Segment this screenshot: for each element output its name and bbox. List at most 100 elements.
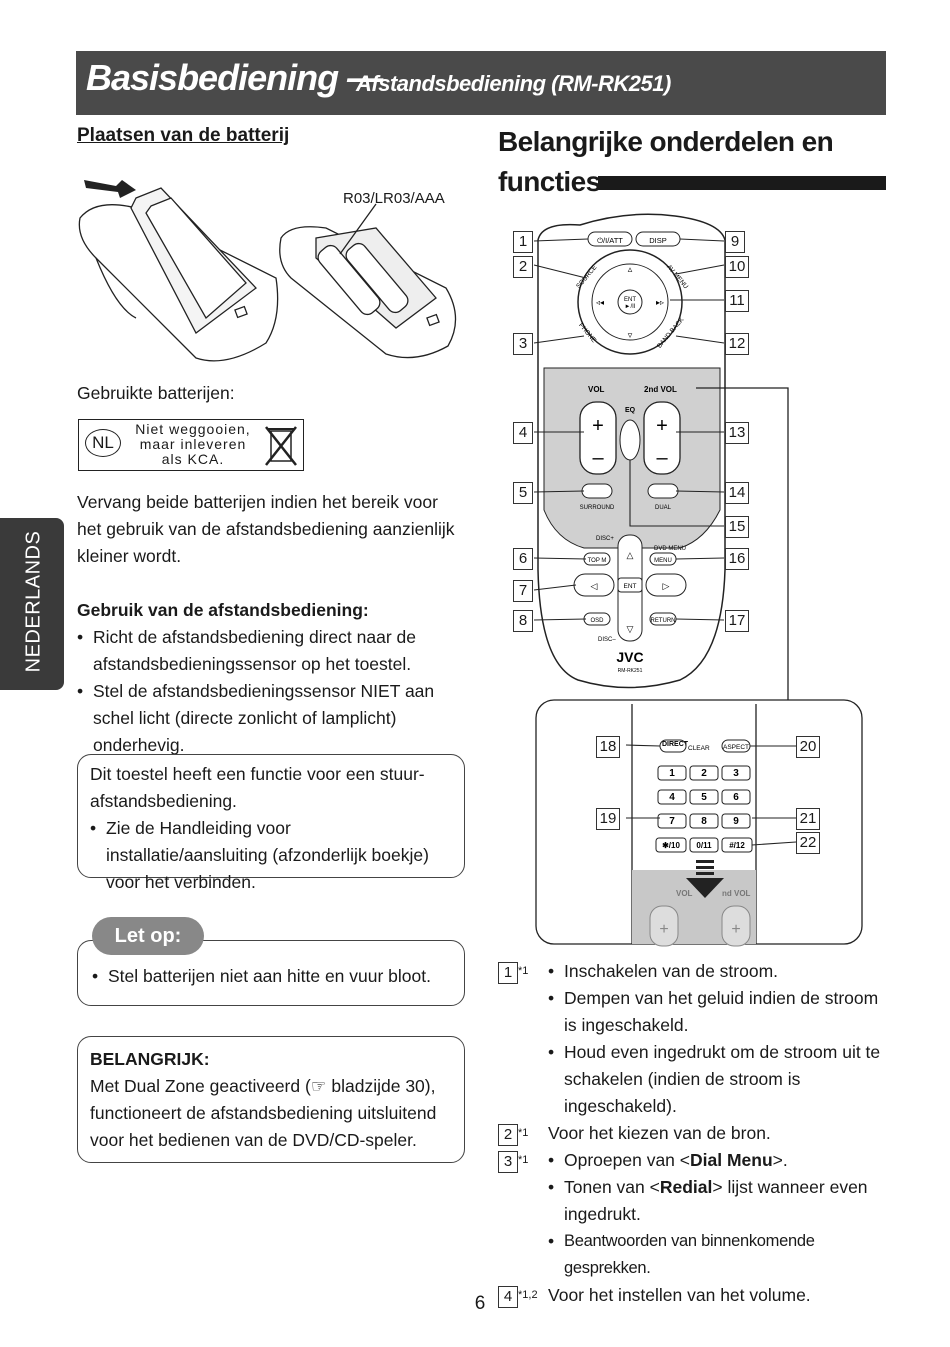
- return-label: RETURN: [651, 618, 676, 624]
- item-list: 1*1 •Inschakelen van de stroom. •Dempen …: [498, 958, 888, 1309]
- svg-text:+: +: [592, 415, 604, 437]
- svg-text:▷: ▷: [663, 581, 670, 591]
- callout-5: 5: [513, 482, 533, 504]
- list-item: •Richt de afstandsbediening direct naar …: [77, 627, 416, 674]
- steering-remote-box: Dit toestel heeft een functie voor een s…: [77, 754, 465, 892]
- svg-text:1: 1: [669, 768, 675, 779]
- menu-label: MENU: [654, 558, 672, 564]
- item-3: 3*1 •Oproepen van <Dial Menu>. •Tonen va…: [498, 1147, 888, 1282]
- callout-1: 1: [513, 231, 533, 253]
- callout-22: 22: [796, 832, 820, 854]
- svg-text:7: 7: [669, 816, 675, 827]
- important-box: BELANGRIJK: Met Dual Zone geactiveerd (☞…: [77, 1036, 465, 1163]
- svg-text:►/II: ►/II: [625, 304, 636, 310]
- callout-19: 19: [596, 808, 620, 830]
- svg-text:▵: ▵: [628, 264, 633, 274]
- list-item: •Oproepen van <Dial Menu>.: [548, 1150, 788, 1170]
- svg-text:◃◂: ◃◂: [596, 298, 604, 307]
- svg-text:6: 6: [733, 792, 739, 803]
- kca-notice: NL Niet weggooien, maar inleveren als KC…: [78, 419, 304, 471]
- callout-2: 2: [513, 256, 533, 278]
- kca-text: Niet weggooien, maar inleveren als KCA.: [125, 422, 261, 467]
- kca-line-1: Niet weggooien,: [135, 421, 251, 437]
- caution-box: •Stel batterijen niet aan hitte en vuur …: [77, 940, 465, 1006]
- svg-text:△: △: [627, 550, 634, 560]
- svg-text:9: 9: [733, 816, 739, 827]
- language-tab-label: NEDERLANDS: [22, 530, 45, 673]
- svg-text:VOL: VOL: [676, 889, 693, 898]
- callout-10: 10: [725, 256, 749, 278]
- svg-text:▿: ▿: [628, 330, 633, 340]
- svg-text:+: +: [659, 921, 668, 938]
- dual-label: DUAL: [655, 505, 672, 511]
- disc-plus-label: DISC+: [596, 536, 614, 542]
- callout-9: 9: [725, 231, 745, 253]
- model-label: RM-RK251: [618, 668, 643, 674]
- svg-text:4: 4: [669, 792, 675, 803]
- svg-text:▸▹: ▸▹: [656, 298, 664, 307]
- kca-line-3: als KCA.: [161, 451, 225, 467]
- list-item: •Tonen van <Redial> lijst wanneer even i…: [548, 1177, 868, 1224]
- caution-label: Let op:: [92, 917, 204, 955]
- svg-text:–: –: [592, 447, 604, 469]
- title-rule: [598, 176, 886, 190]
- eq-label: EQ: [625, 407, 636, 414]
- page-number: 6: [474, 1293, 486, 1314]
- page-subtitle: Afstandsbediening (RM-RK251): [356, 71, 671, 96]
- list-item: •Inschakelen van de stroom.: [548, 961, 779, 981]
- scroll-down-arrow-icon: [686, 860, 724, 898]
- list-item: •Beantwoorden van binnenkomende gesprekk…: [548, 1231, 815, 1277]
- direct-label: DIRECT: [662, 741, 689, 748]
- callout-17: 17: [725, 610, 749, 632]
- power-button-label: ⏻/I/ATT: [597, 236, 623, 245]
- important-heading: BELANGRIJK:: [90, 1049, 210, 1069]
- battery-illustration: [78, 180, 457, 362]
- list-item: •Houd even ingedrukt om de stroom uit te…: [548, 1042, 881, 1116]
- callout-12: 12: [725, 333, 749, 355]
- language-tab: NEDERLANDS: [0, 518, 64, 690]
- svg-text:#/12: #/12: [729, 841, 745, 850]
- ent-label: ENT: [624, 297, 636, 303]
- osd-label: OSD: [590, 618, 604, 624]
- svg-text:0/11: 0/11: [696, 841, 712, 850]
- important-text: Met Dual Zone geactiveerd (☞ bladzijde 3…: [90, 1076, 437, 1150]
- use-bullet-list: •Richt de afstandsbediening direct naar …: [77, 624, 467, 759]
- dvd-menu-label: DVD MENU: [654, 546, 686, 552]
- list-item: •Dempen van het geluid indien de stroom …: [548, 988, 879, 1035]
- page-header: Basisbediening — Afstandsbediening (RM-R…: [76, 51, 886, 115]
- svg-text:5: 5: [701, 792, 707, 803]
- topm-label: TOP M: [588, 558, 607, 564]
- page-title: Basisbediening —: [86, 57, 383, 98]
- list-item: •Stel batterijen niet aan hitte en vuur …: [92, 966, 431, 986]
- surround-label: SURROUND: [580, 505, 615, 511]
- brand-logo: JVC: [616, 649, 643, 665]
- remote-diagram: ⏻/I/ATT DISP ENT ►/II ▵ ▿ ◃◂ ▸▹ SOURCE A…: [533, 213, 863, 947]
- vol2-label: 2nd VOL: [644, 385, 677, 394]
- callout-7: 7: [513, 580, 533, 602]
- disc-minus-label: DISC–: [598, 637, 616, 643]
- replace-batteries-text: Vervang beide batterijen indien het bere…: [77, 492, 455, 566]
- callout-21: 21: [796, 808, 820, 830]
- svg-text:+: +: [731, 921, 740, 938]
- callout-14: 14: [725, 482, 749, 504]
- used-batteries-label: Gebruikte batterijen:: [77, 383, 235, 403]
- steering-box-text: Dit toestel heeft een functie voor een s…: [90, 764, 425, 811]
- crossed-bin-icon: [265, 426, 297, 466]
- svg-text:+: +: [656, 415, 668, 437]
- callout-13: 13: [725, 422, 749, 444]
- section-title: Belangrijke onderdelen en functies: [498, 126, 834, 197]
- callout-11: 11: [725, 290, 749, 312]
- callout-6: 6: [513, 548, 533, 570]
- reference-icon: ☞: [310, 1076, 327, 1096]
- svg-text:✱/10: ✱/10: [662, 841, 680, 850]
- insert-arrow-icon: [84, 180, 136, 198]
- vol-label: VOL: [588, 385, 605, 394]
- item-4: 4*1,2 Voor het instellen van het volume.: [498, 1282, 888, 1309]
- callout-15: 15: [725, 516, 749, 538]
- battery-type-label: R03/LR03/AAA: [343, 190, 445, 207]
- clear-label: CLEAR: [688, 745, 710, 752]
- callout-4: 4: [513, 422, 533, 444]
- svg-text:–: –: [656, 447, 668, 469]
- svg-text:3: 3: [733, 768, 739, 779]
- svg-text:8: 8: [701, 816, 707, 827]
